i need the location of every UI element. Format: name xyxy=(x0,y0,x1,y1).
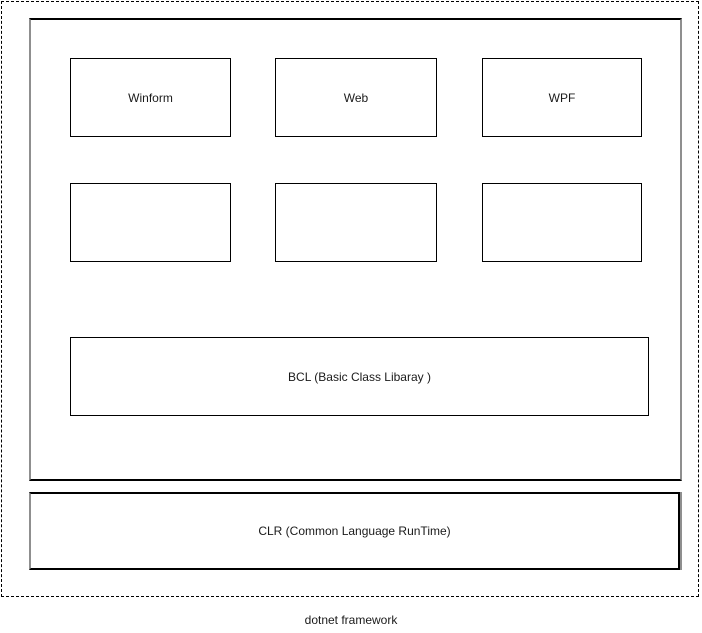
box-winform: Winform xyxy=(70,58,231,137)
framework-layers-container: Winform Web WPF BCL (Basic Class Libaray… xyxy=(29,18,682,481)
box-web: Web xyxy=(275,58,437,137)
box-bcl-label: BCL (Basic Class Libaray ) xyxy=(288,369,431,384)
box-wpf: WPF xyxy=(482,58,642,137)
box-winform-label: Winform xyxy=(128,90,173,105)
box-web-label: Web xyxy=(343,90,369,105)
dotnet-framework-dashed-frame: Winform Web WPF BCL (Basic Class Libaray… xyxy=(1,1,699,597)
box-wpf-label: WPF xyxy=(548,90,576,105)
box-clr: CLR (Common Language RunTime) xyxy=(29,492,680,570)
box-clr-label: CLR (Common Language RunTime) xyxy=(258,524,451,538)
box-bcl: BCL (Basic Class Libaray ) xyxy=(70,337,649,416)
box-empty-1 xyxy=(70,183,231,262)
box-empty-2 xyxy=(275,183,437,262)
box-empty-3 xyxy=(482,183,642,262)
diagram-caption: dotnet framework xyxy=(304,613,398,627)
